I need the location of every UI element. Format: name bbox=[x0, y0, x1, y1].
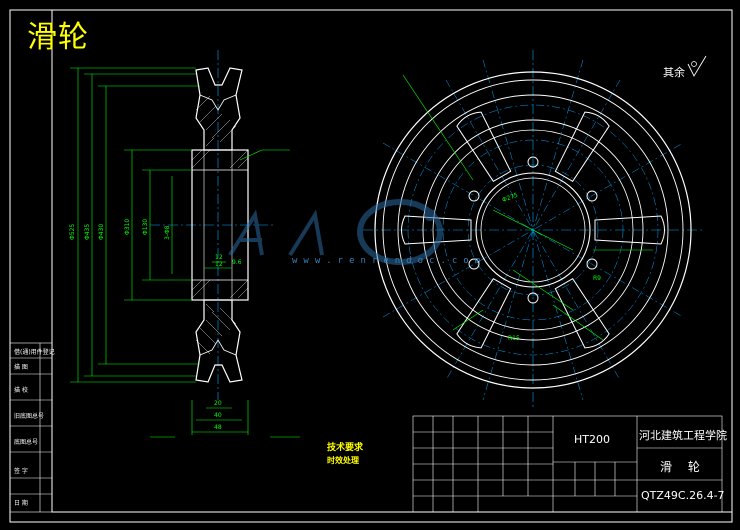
left-strip bbox=[9, 342, 53, 513]
title-block bbox=[412, 415, 723, 513]
dim-text: R15 bbox=[508, 335, 520, 342]
drawing-code: QTZ49C.26.4-7 bbox=[641, 489, 725, 502]
dim-text: 48 bbox=[214, 424, 222, 431]
left-strip-label: 签 字 bbox=[14, 468, 28, 475]
section-view: Φ525 Φ435 Φ430 Φ310 Φ130 3-Φ8 48 40 20 1… bbox=[69, 50, 300, 438]
drawing-title: 滑轮 bbox=[27, 20, 89, 55]
dim-text: 40 bbox=[214, 412, 222, 419]
dim-text: 9.6 bbox=[232, 259, 242, 266]
school-name: 河北建筑工程学院 bbox=[639, 429, 727, 442]
part-name: 滑 轮 bbox=[660, 460, 706, 474]
dim-text: Φ130 bbox=[142, 219, 149, 235]
dim-text: Φ525 bbox=[69, 224, 76, 240]
dim-text: 12 bbox=[215, 261, 223, 268]
roughness-note: 其余 bbox=[663, 66, 685, 79]
dim-text: 12 bbox=[215, 254, 223, 261]
dim-text: Φ435 bbox=[84, 224, 91, 240]
left-strip-label: 底图总号 bbox=[14, 439, 39, 446]
dim-text: 3-Φ8 bbox=[164, 225, 171, 240]
dim-text: 20 bbox=[214, 400, 222, 407]
watermark-text: www.renrendoc.com bbox=[292, 256, 487, 266]
dim-text: R9 bbox=[593, 275, 601, 282]
dim-text: Φ275 bbox=[501, 192, 519, 204]
left-strip-label: 描 校 bbox=[14, 387, 28, 394]
left-strip-label: 旧底图总号 bbox=[14, 413, 45, 420]
front-view: Φ275 R9 R15 bbox=[363, 50, 707, 410]
drawing-frame bbox=[51, 9, 733, 513]
technical-requirements-heading: 技术要求 bbox=[327, 443, 364, 453]
watermark-logo bbox=[228, 199, 443, 265]
sheet-border bbox=[9, 9, 733, 523]
dim-text: Φ310 bbox=[124, 219, 131, 235]
technical-requirements-text: 时效处理 bbox=[327, 456, 359, 465]
dim-text: Φ430 bbox=[98, 224, 105, 240]
material-label: HT200 bbox=[574, 433, 610, 446]
left-strip-label: 借(通)用件登记 bbox=[14, 349, 55, 356]
left-strip-label: 日 期 bbox=[14, 500, 28, 507]
left-strip-label: 描 图 bbox=[14, 364, 28, 371]
